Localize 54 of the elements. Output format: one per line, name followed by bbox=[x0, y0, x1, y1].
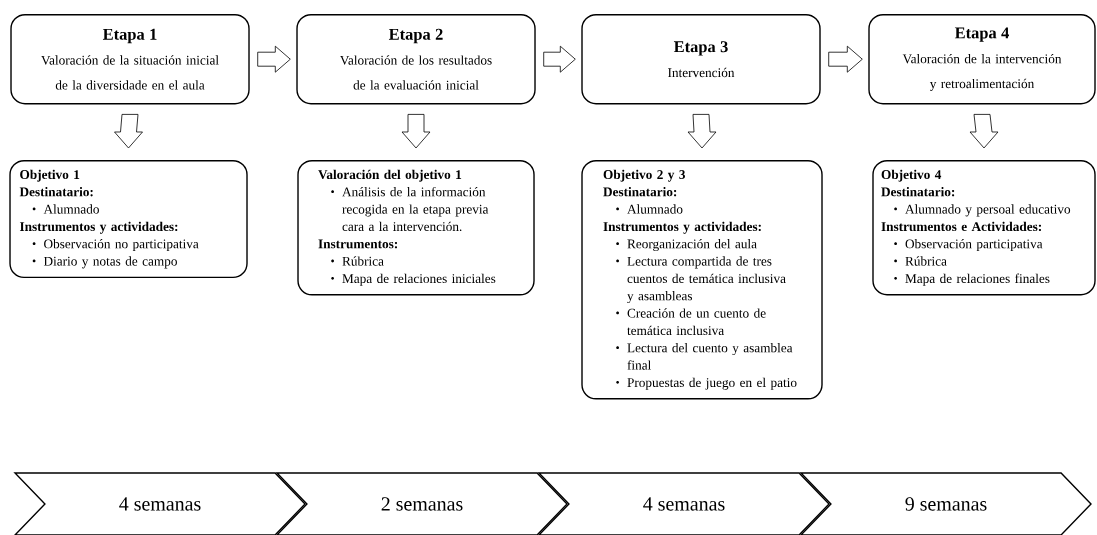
stage-title: Etapa 1 bbox=[102, 28, 157, 44]
block-arrow bbox=[114, 114, 143, 149]
bullet-item: Reorganización del aula bbox=[616, 239, 757, 252]
section-heading: Objetivo 1 bbox=[20, 169, 80, 182]
section-heading: Valoración del objetivo 1 bbox=[318, 169, 462, 182]
chevron-step: 2 semanas bbox=[275, 472, 568, 535]
stage-box bbox=[296, 14, 536, 105]
objective-box bbox=[297, 160, 535, 296]
bullet-item: Rúbrica bbox=[894, 256, 947, 266]
block-arrow bbox=[257, 45, 291, 73]
chevron-step: 4 semanas bbox=[537, 472, 830, 535]
stage-title: Etapa 2 bbox=[388, 28, 443, 44]
bullet-item: Análisis de la información recogida en la etapa previa cara a la intervención. bbox=[331, 186, 489, 232]
bullet-item: Mapa de relaciones iniciales bbox=[331, 273, 496, 286]
section-heading: Destinatario: bbox=[19, 187, 93, 197]
stage-box bbox=[10, 14, 250, 105]
bullet-item: Alumnado bbox=[32, 204, 99, 214]
stage-box bbox=[581, 14, 821, 105]
section-heading: Destinatario: bbox=[881, 187, 955, 197]
bullet-item: Observación no participativa bbox=[32, 239, 199, 252]
stage-title: Etapa 3 bbox=[673, 41, 728, 56]
bullet-item: Alumnado bbox=[616, 204, 683, 214]
objective-box bbox=[872, 160, 1096, 296]
stage-description: Intervención bbox=[668, 67, 735, 78]
section-heading: Instrumentos y actividades: bbox=[603, 221, 761, 234]
stage-title: Etapa 4 bbox=[954, 27, 1009, 42]
stage-description: Valoración de los resultados de la evaluación inicial bbox=[340, 55, 492, 90]
section-heading: Instrumentos y actividades: bbox=[19, 221, 178, 234]
block-arrow bbox=[828, 45, 863, 73]
section-heading: Instrumentos e Actividades: bbox=[881, 221, 1041, 232]
section-heading: Objetivo 4 bbox=[881, 169, 942, 182]
block-arrow bbox=[543, 45, 576, 73]
section-heading: Instrumentos: bbox=[318, 239, 398, 249]
objective-box bbox=[9, 160, 248, 279]
block-arrow bbox=[687, 114, 717, 149]
section-heading: Objetivo 2 y 3 bbox=[603, 169, 685, 182]
bullet-item: Propuestas de juego en el patio bbox=[616, 377, 797, 390]
bullet-item: Creación de un cuento de temática inclusiva bbox=[616, 308, 766, 336]
section-heading: Destinatario: bbox=[603, 187, 677, 197]
bullet-item: Observación participativa bbox=[894, 239, 1043, 252]
block-arrow bbox=[401, 114, 431, 149]
bullet-item: Lectura del cuento y asamblea final bbox=[616, 343, 793, 370]
stage-description: Valoración de la situación inicial de la diversidade en el aula bbox=[41, 55, 219, 90]
stage-description: Valoración de la intervención y retroalimentación bbox=[902, 53, 1062, 91]
stage-box bbox=[868, 14, 1096, 105]
bullet-item: Alumnado y persoal educativo bbox=[894, 204, 1071, 217]
bullet-item: Mapa de relaciones finales bbox=[894, 273, 1050, 286]
objective-box bbox=[581, 160, 823, 400]
block-arrow bbox=[969, 114, 999, 149]
chevron-step: 9 semanas bbox=[799, 472, 1092, 535]
bullet-item: Diario y notas de campo bbox=[32, 256, 177, 269]
bullet-item: Rúbrica bbox=[331, 256, 384, 266]
chevron-step: 4 semanas bbox=[13, 472, 306, 535]
bullet-item: Lectura compartida de tres cuentos de temática inclusiva y asambleas bbox=[616, 256, 786, 304]
